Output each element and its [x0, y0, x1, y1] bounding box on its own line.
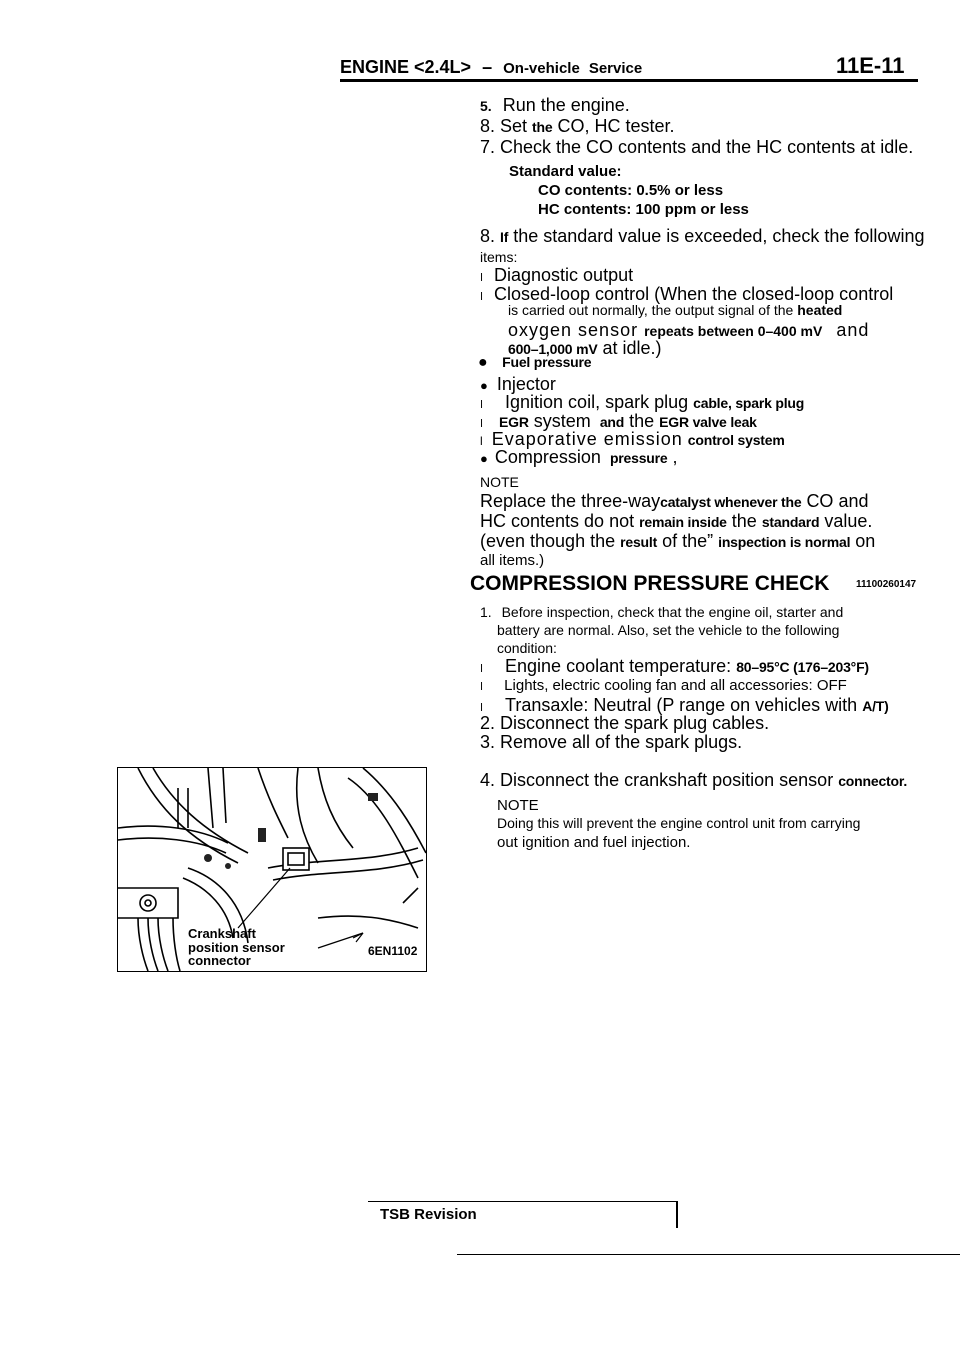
compression-heading: COMPRESSION PRESSURE CHECK — [470, 572, 830, 595]
page-number: 11E-11 — [836, 53, 905, 78]
step-7: 7. Check the CO contents and the HC cont… — [480, 137, 914, 157]
item-fuel-pressure: ● Fuel pressure — [478, 354, 592, 371]
item-closed-loop: Closed-loop control (When the closed-loo… — [480, 284, 893, 307]
step-8: 8. If the standard value is exceeded, ch… — [480, 226, 925, 246]
cond-lights: Lights, electric cooling fan and all acc… — [480, 677, 847, 694]
figure-code: 6EN1102 — [368, 944, 418, 958]
note-line-3: (even though the result of the” inspecti… — [480, 531, 876, 551]
item-ignition: Ignition coil, spark plug cable, spark p… — [480, 392, 804, 415]
item-evaporative: l Evaporative emission control system — [480, 429, 785, 449]
tsb-revision: TSB Revision — [380, 1206, 477, 1223]
item-injector: ● Injector — [480, 374, 556, 394]
comp-step-1-l3: condition: — [497, 640, 557, 656]
note-line-2: HC contents do not remain inside the sta… — [480, 511, 873, 531]
figure-label-l1: Crankshaft — [188, 926, 256, 941]
engine-illustration — [118, 768, 426, 971]
header-title: ENGINE <2.4L> – On-vehicle Service — [340, 57, 642, 78]
comp-note-label: NOTE — [497, 797, 539, 814]
comp-note-l2: out ignition and fuel injection. — [497, 834, 691, 851]
header-engine: ENGINE <2.4L> — [340, 57, 472, 77]
figure-label-l3: connector — [188, 953, 251, 968]
bullet-dot: ● — [478, 354, 488, 371]
note-line-4: all items.) — [480, 552, 545, 569]
cond-coolant: Engine coolant temperature: 80–95°C (176… — [480, 656, 869, 679]
note-label: NOTE — [480, 474, 519, 490]
comp-step-4: 4. Disconnect the crankshaft position se… — [480, 770, 908, 790]
footer-rule — [457, 1254, 960, 1255]
cond-transaxle: Transaxle: Neutral (P range on vehicles … — [480, 695, 889, 718]
step-8-items: items: — [480, 249, 518, 265]
header-dash: – — [482, 57, 493, 77]
item-closed-loop-l3: oxygen sensor repeats between 0–400 mV a… — [508, 320, 870, 340]
figure-label-l2: position sensor — [188, 940, 285, 955]
step-5: 5. Run the engine. — [480, 95, 630, 115]
comp-step-2: 2. Disconnect the spark plug cables. — [480, 713, 770, 733]
header-onvehicle: On-vehicle — [503, 60, 580, 77]
item-diagnostic-output: Diagnostic output — [480, 265, 633, 288]
step-6: 8. Set the CO, HC tester. — [480, 116, 675, 136]
standard-hc: HC contents: 100 ppm or less — [538, 201, 749, 218]
standard-co: CO contents: 0.5% or less — [538, 182, 724, 199]
item-egr: EGR system and the EGR valve leak — [480, 411, 757, 434]
comp-step-1: 1. Before inspection, check that the eng… — [480, 604, 844, 620]
item-closed-loop-l4: 600–1,000 mV at idle.) — [508, 338, 662, 358]
item-closed-loop-l2: is carried out normally, the output sign… — [508, 302, 843, 318]
comp-note-l1: Doing this will prevent the engine contr… — [497, 815, 861, 831]
compression-code: 11100260147 — [856, 579, 917, 590]
header-rule — [340, 79, 918, 82]
figure-crankshaft-sensor: Crankshaft position sensor connector 6EN… — [117, 767, 427, 972]
comp-step-3: 3. Remove all of the spark plugs. — [480, 732, 743, 752]
standard-value-label: Standard value: — [509, 163, 622, 180]
header-service: Service — [588, 60, 643, 77]
tsb-revision-box — [368, 1201, 678, 1228]
comp-step-1-l2: battery are normal. Also, set the vehicl… — [497, 622, 840, 638]
note-line-1: Replace the three-waycatalyst whenever t… — [480, 491, 869, 511]
item-compression: ● Compression pressure , — [480, 447, 678, 467]
